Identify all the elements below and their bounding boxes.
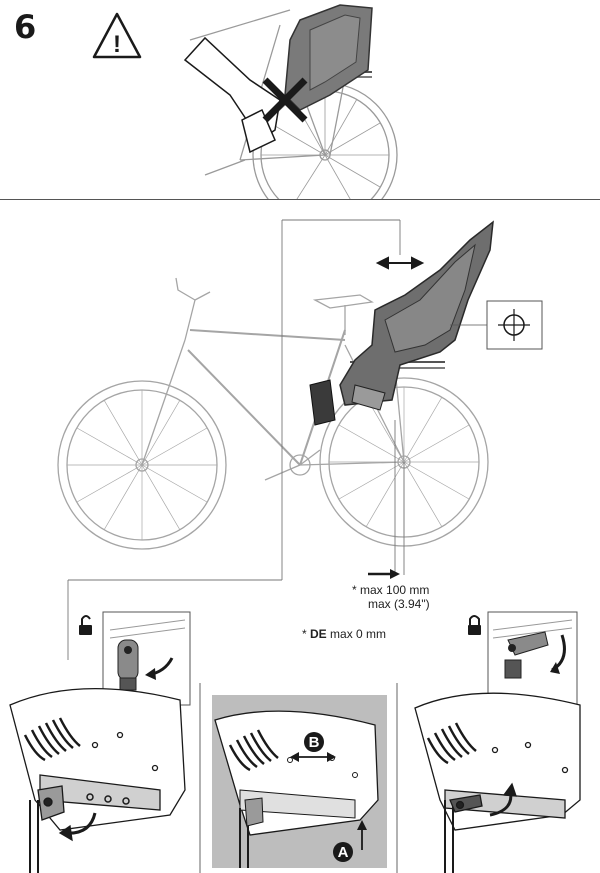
adjust-direction-arrow	[375, 256, 425, 270]
section-divider	[0, 199, 600, 200]
step-number: 6	[14, 8, 37, 46]
warning-symbol: !	[113, 31, 121, 58]
warning-triangle-icon: !	[92, 12, 142, 59]
leader-lines	[67, 219, 405, 660]
lever-closed-detail	[487, 611, 578, 706]
seat-bracket-adjust-panel: B A	[212, 695, 387, 868]
prohibited-x-icon	[262, 77, 308, 123]
seat-bracket-lock-panel	[414, 692, 581, 873]
de-regulation-note: * DE max 0 mm	[302, 627, 387, 641]
max-distance-arrow	[368, 569, 400, 579]
child-seat-illustration	[309, 220, 494, 426]
max-distance-mm: * max 100 mm	[352, 583, 430, 597]
callout-b-marker	[304, 732, 324, 752]
incorrect-use-illustration	[183, 4, 398, 199]
callout-a-label: A	[338, 844, 349, 861]
unlocked-padlock-icon	[79, 615, 92, 635]
seat-bracket-unlock-panel	[9, 688, 186, 873]
max-distance-inches: max (3.94")	[368, 597, 430, 611]
callout-a-marker	[333, 842, 353, 862]
locked-padlock-icon	[468, 615, 481, 635]
alignment-crosshair-callout	[450, 300, 543, 350]
callout-b-label: B	[309, 734, 320, 751]
